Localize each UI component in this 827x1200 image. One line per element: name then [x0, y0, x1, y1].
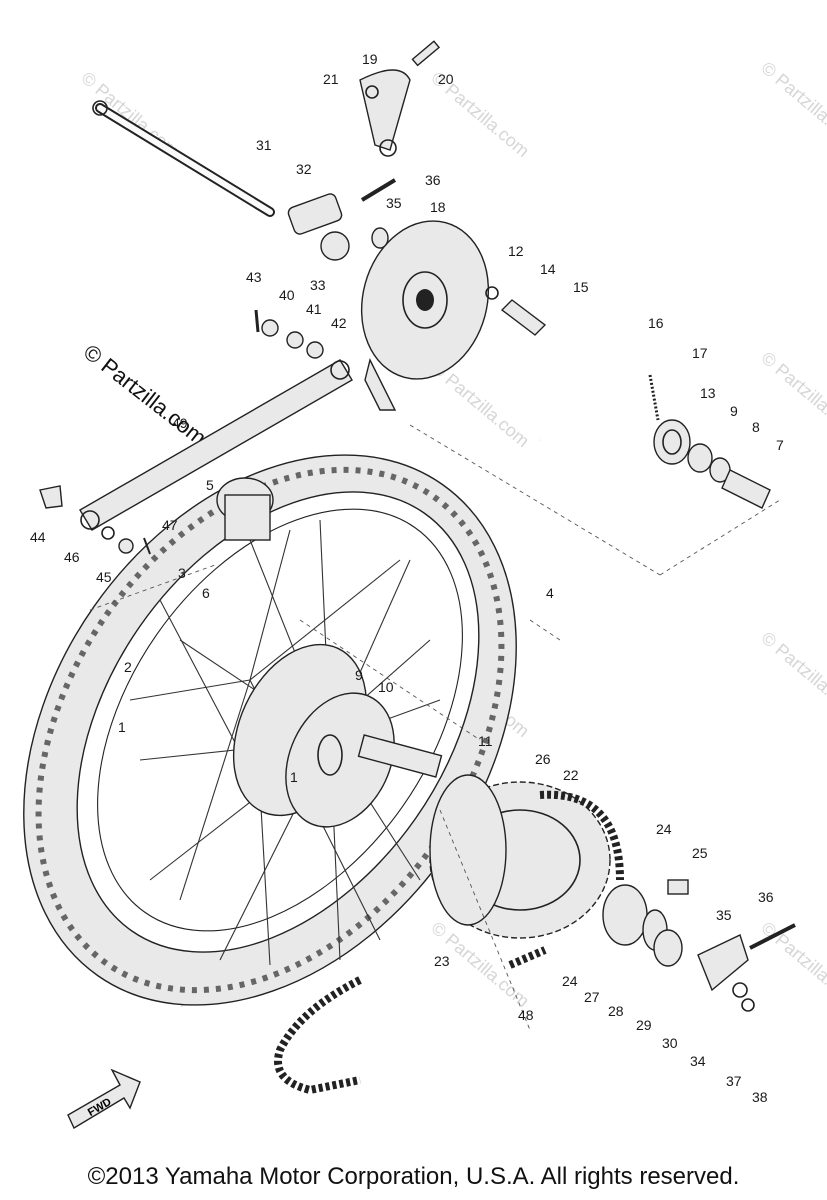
- part-label: 29: [636, 1017, 652, 1033]
- part-label: 26: [535, 751, 551, 767]
- part-label: 42: [331, 315, 347, 331]
- part-label: 46: [64, 549, 80, 565]
- part-label: 35: [716, 907, 732, 923]
- part-label: 40: [279, 287, 295, 303]
- part-label: 44: [30, 529, 46, 545]
- part-label: 12: [508, 243, 524, 259]
- part-label: 1: [290, 769, 298, 785]
- svg-text:© Partzilla.com: © Partzilla.com: [757, 348, 827, 441]
- part-label: 20: [438, 71, 454, 87]
- part-label: 35: [386, 195, 402, 211]
- assembly-leader-lines: [89, 424, 781, 1031]
- part-label: 45: [96, 569, 112, 585]
- drive-chain: [274, 790, 624, 1095]
- watermark-main: © Partzilla.com: [79, 339, 211, 450]
- part-label: 47: [162, 517, 178, 533]
- part-label: 24: [562, 973, 578, 989]
- part-label: 2: [124, 659, 132, 675]
- part-label: 32: [296, 161, 312, 177]
- parts-diagram: © Partzilla.com © Partzilla.com © Partzi…: [23, 40, 827, 1130]
- rear-axle: [92, 100, 275, 217]
- fwd-arrow-icon: FWD: [67, 1068, 141, 1130]
- hub-bearings: [653, 419, 771, 509]
- torque-arm: [79, 359, 353, 531]
- part-label: 4: [546, 585, 554, 601]
- part-label: 9: [730, 403, 738, 419]
- part-label: 41: [306, 301, 322, 317]
- part-label: 17: [692, 345, 708, 361]
- part-labels: 19 21 20 31 32 36 35 18 12 14 15 43 33 4…: [30, 51, 784, 1105]
- svg-text:© Partzilla.com: © Partzilla.com: [757, 628, 827, 721]
- part-label: 13: [700, 385, 716, 401]
- part-label: 8: [752, 419, 760, 435]
- part-label: 33: [310, 277, 326, 293]
- part-label: 15: [573, 279, 589, 295]
- part-label: 3: [178, 565, 186, 581]
- part-label: 48: [518, 1007, 534, 1023]
- part-label: 5: [206, 477, 214, 493]
- part-label: 49: [172, 415, 188, 431]
- part-label: 28: [608, 1003, 624, 1019]
- part-label: 14: [540, 261, 556, 277]
- brake-shoes: [485, 286, 660, 455]
- svg-text:© Partzilla.com: © Partzilla.com: [757, 918, 827, 1011]
- part-label: 24: [656, 821, 672, 837]
- part-label: 10: [378, 679, 394, 695]
- part-label: 16: [648, 315, 664, 331]
- brake-cam-lever: [359, 40, 441, 157]
- part-label: 6: [202, 585, 210, 601]
- part-label: 22: [563, 767, 579, 783]
- torque-arm-hardware: [39, 309, 324, 555]
- sprocket-side-parts: [602, 879, 796, 1012]
- part-label: 19: [362, 51, 378, 67]
- part-label: 11: [478, 733, 493, 749]
- part-label: 36: [758, 889, 774, 905]
- rear-sprocket: [429, 774, 611, 939]
- part-label: 7: [776, 437, 784, 453]
- copyright-notice: ©2013 Yamaha Motor Corporation, U.S.A. A…: [87, 1163, 740, 1190]
- part-label: 36: [425, 172, 441, 188]
- part-label: 37: [726, 1073, 742, 1089]
- part-label: 38: [752, 1089, 768, 1105]
- part-label: 43: [246, 269, 262, 285]
- part-label: 25: [692, 845, 708, 861]
- wheel-hub: [216, 477, 443, 828]
- part-label: 18: [430, 199, 446, 215]
- part-label: 1: [118, 719, 126, 735]
- part-label: 34: [690, 1053, 706, 1069]
- part-label: 30: [662, 1035, 678, 1051]
- axle-spacers: [287, 178, 397, 261]
- part-label: 21: [323, 71, 339, 87]
- part-label: 23: [434, 953, 450, 969]
- part-label: 9: [355, 667, 363, 683]
- brake-plate: [360, 220, 490, 411]
- fwd-label: FWD: [86, 1096, 114, 1119]
- part-label: 31: [256, 137, 272, 153]
- svg-text:© Partzilla.com: © Partzilla.com: [757, 58, 827, 151]
- part-label: 27: [584, 989, 600, 1005]
